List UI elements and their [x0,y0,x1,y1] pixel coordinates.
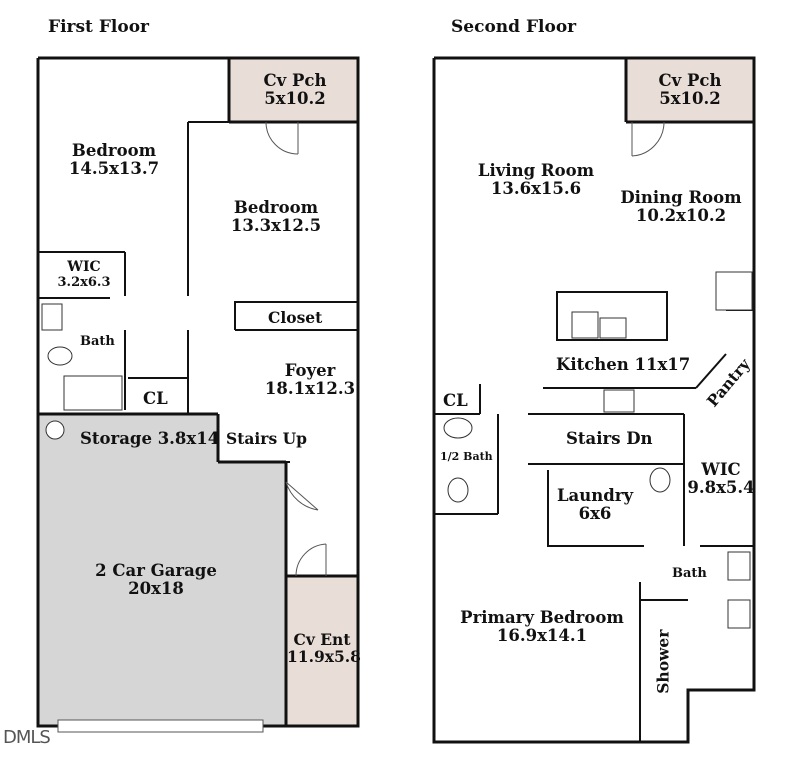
second-wic-label: WIC 9.8x5.4 [686,460,756,498]
dining-room-label: Dining Room 10.2x10.2 [618,188,744,226]
cv-ent-name: Cv Ent [293,630,351,649]
second-floor-plan [432,56,756,744]
second-wic-size: 9.8x5.4 [687,478,755,498]
second-cv-pch-name: Cv Pch [658,71,722,90]
wic-size: 3.2x6.3 [57,274,111,290]
first-floor-plan [36,56,360,733]
garage-door [57,719,264,733]
half-bath-sink [443,417,473,439]
second-bath-label: Bath [672,566,707,581]
bedroom1-name: Bedroom [71,141,157,160]
foyer-name: Foyer [284,361,336,380]
garage-size: 20x18 [128,579,184,599]
second-floor-title: Second Floor [451,17,577,37]
pantry-wall [695,353,727,389]
watermark: DMLS [3,727,51,748]
primary-bedroom-label: Primary Bedroom 16.9x14.1 [458,608,626,646]
second-cv-pch-label: Cv Pch 5x10.2 [638,71,742,109]
primary-bedroom-name: Primary Bedroom [460,608,624,627]
second-cv-pch-size: 5x10.2 [659,89,721,109]
bath-sink-1 [727,551,751,581]
kitchen-label: Kitchen 11x17 [556,355,691,374]
wic-name: WIC [67,259,101,275]
first-cv-pch-size: 5x10.2 [264,89,326,109]
cv-ent-size: 11.9x5.8 [287,647,361,667]
cv-ent-label: Cv Ent 11.9x5.8 [287,630,361,667]
second-wic-name: WIC [701,460,741,479]
first-floor-title: First Floor [48,17,149,37]
foyer-door [285,481,319,511]
storage-label: Storage 3.8x14 [80,429,220,448]
wic-label: WIC 3.2x6.3 [48,259,120,290]
foyer-size: 18.1x12.3 [264,379,356,399]
garage-fill [38,414,218,726]
first-bath-label: Bath [80,334,115,349]
living-room-size: 13.6x15.6 [490,179,582,199]
closet-wall [234,301,358,330]
living-room-name: Living Room [477,161,595,180]
stairs-dn-label: Stairs Dn [566,429,653,448]
living-room-label: Living Room 13.6x15.6 [474,161,598,199]
range [603,389,635,413]
first-cl-label: CL [143,389,168,408]
cv-pch-door [265,121,299,155]
bedroom2-label: Bedroom 13.3x12.5 [224,198,328,236]
laundry-wall [547,470,644,547]
foyer-label: Foyer 18.1x12.3 [262,361,358,399]
first-floor-outer-wall [36,56,360,728]
bedroom2-name: Bedroom [233,198,319,217]
sink-box [571,311,599,339]
first-floor-cv-pch-fill [229,58,358,122]
first-cv-pch-label: Cv Pch 5x10.2 [243,71,347,109]
cv-ent-fill [286,576,358,726]
bedroom2-size: 13.3x12.5 [230,216,322,236]
laundry-size: 6x6 [578,504,612,524]
first-cv-pch-name: Cv Pch [263,71,327,90]
primary-bedroom-size: 16.9x14.1 [496,626,588,646]
closet-label: Closet [268,308,323,327]
bedroom1-size: 14.5x13.7 [68,159,160,179]
laundry-label: Laundry 6x6 [552,486,638,524]
stairs-up-label: Stairs Up [226,429,307,448]
dishwasher [599,317,627,339]
second-cl-label: CL [443,391,468,410]
second-floor-cv-pch-fill [626,58,754,122]
half-bath-label: 1/2 Bath [440,450,493,463]
porch-door [631,121,665,157]
kitchen-island [556,291,668,341]
bath-sink-2 [727,599,751,629]
bath-toilet [649,467,671,493]
garage-label: 2 Car Garage 20x18 [86,561,226,599]
garage-fill-2 [218,462,286,726]
second-floor-outer-wall [432,56,756,744]
toilet [47,346,73,366]
entry-door [295,543,327,577]
bedroom1-label: Bedroom 14.5x13.7 [62,141,166,179]
dining-room-name: Dining Room [620,188,742,207]
laundry-name: Laundry [556,486,634,505]
water-heater [45,420,65,440]
tub [63,375,123,411]
half-bath-toilet [447,477,469,503]
fridge [715,271,753,311]
shower-label: Shower [653,629,673,694]
garage-name: 2 Car Garage [95,561,217,580]
sink [41,303,63,331]
dining-room-size: 10.2x10.2 [635,206,727,226]
